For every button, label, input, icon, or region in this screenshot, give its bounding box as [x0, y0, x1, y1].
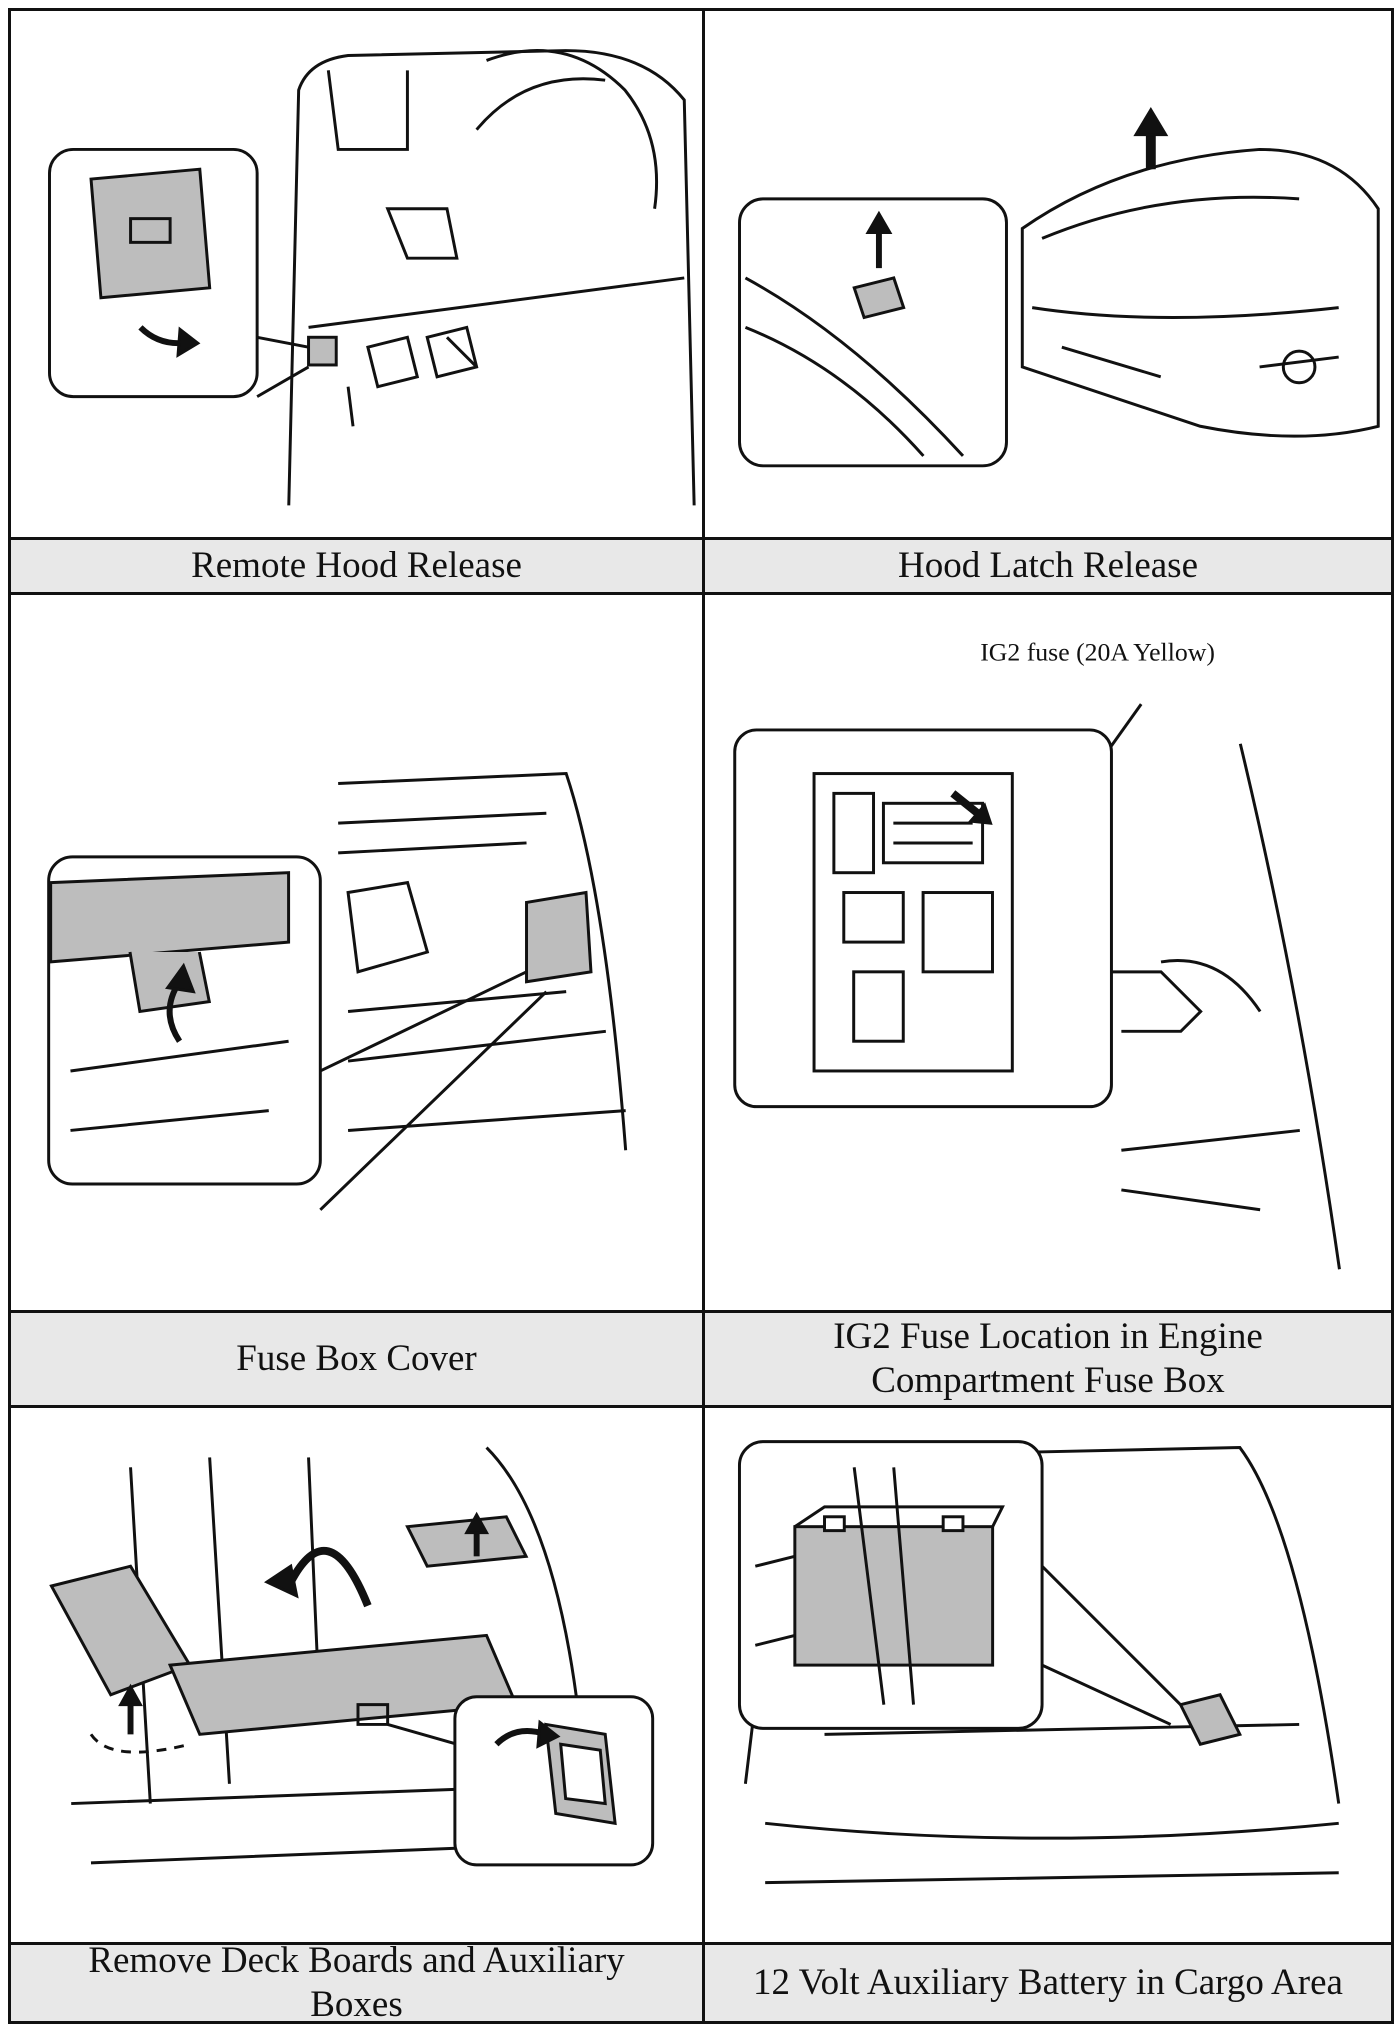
fuse-box-cover-icon — [47, 772, 628, 1211]
figure-fuse-box-cover — [8, 592, 705, 1313]
caption-ig2-fuse-location: IG2 Fuse Location in Engine Compartment … — [702, 1310, 1394, 1408]
deck-board-icon — [49, 1446, 655, 1867]
ig2-fuse-callout: IG2 fuse (20A Yellow) — [980, 638, 1215, 667]
caption-text: 12 Volt Auxiliary Battery in Cargo Area — [753, 1962, 1343, 2003]
caption-text: Hood Latch Release — [898, 545, 1198, 586]
fuse-box-icon: IG2 fuse (20A Yellow) — [733, 638, 1341, 1270]
caption-12v-battery: 12 Volt Auxiliary Battery in Cargo Area — [702, 1942, 1394, 2024]
caption-text: Remove Deck Boards and Auxiliary Boxes — [88, 1940, 625, 2025]
hood-latch-icon — [738, 106, 1380, 468]
figure-remote-hood-release — [8, 8, 705, 540]
battery-icon — [737, 1440, 1341, 1885]
figure-12v-battery — [702, 1405, 1394, 1945]
caption-text: Remote Hood Release — [191, 545, 522, 586]
caption-text: IG2 Fuse Location in Engine Compartment … — [833, 1316, 1263, 1401]
hood-release-lever-icon — [48, 49, 696, 506]
figure-ig2-fuse-location: IG2 fuse (20A Yellow) — [702, 592, 1394, 1313]
caption-remove-deck-boards: Remove Deck Boards and Auxiliary Boxes — [8, 1940, 705, 2025]
caption-remote-hood-release: Remote Hood Release — [8, 537, 705, 595]
caption-fuse-box-cover: Fuse Box Cover — [8, 1310, 705, 1408]
caption-hood-latch-release: Hood Latch Release — [702, 537, 1394, 595]
instruction-table: Remote Hood Release Hood Latch Release I… — [8, 8, 1394, 2025]
caption-text: Fuse Box Cover — [236, 1338, 477, 1379]
figure-remove-deck-boards — [8, 1405, 705, 1945]
figure-hood-latch-release — [702, 8, 1394, 540]
